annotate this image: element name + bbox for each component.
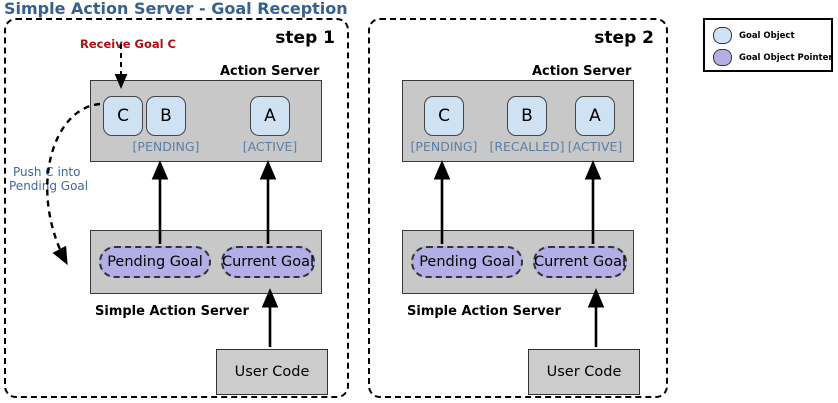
legend-item-goal-object: Goal Object bbox=[713, 27, 795, 44]
annotation-push-c-line1: Push C into bbox=[13, 165, 81, 179]
state-label-a-2: [ACTIVE] bbox=[567, 139, 623, 154]
step-panel-1: step 1 Receive Goal C Push C into Pendin… bbox=[4, 18, 349, 398]
goal-object-pointer-swatch-icon bbox=[713, 49, 732, 66]
goal-object-c-2[interactable]: C bbox=[424, 96, 464, 136]
current-goal-pointer-1[interactable]: Current Goal bbox=[221, 246, 315, 278]
goal-object-b-1[interactable]: B bbox=[146, 96, 186, 136]
annotation-push-c-line2: Pending Goal bbox=[9, 179, 89, 193]
pending-goal-pointer-1[interactable]: Pending Goal bbox=[99, 246, 211, 278]
action-server-caption-2: Action Server bbox=[532, 64, 632, 79]
legend-label-goal-object: Goal Object bbox=[739, 30, 795, 41]
state-label-a-1: [ACTIVE] bbox=[242, 139, 298, 154]
legend: Goal Object Goal Object Pointer bbox=[703, 18, 833, 72]
state-label-b-1: [PENDING] bbox=[132, 139, 200, 154]
step-label-1: step 1 bbox=[275, 28, 335, 48]
action-server-caption-1: Action Server bbox=[220, 64, 320, 79]
page-title: Simple Action Server - Goal Reception bbox=[4, 0, 348, 18]
user-code-box-1[interactable]: User Code bbox=[216, 349, 328, 395]
goal-object-a-2[interactable]: A bbox=[575, 96, 615, 136]
simple-action-server-caption-1: Simple Action Server bbox=[95, 304, 249, 319]
legend-label-goal-object-pointer: Goal Object Pointer bbox=[739, 52, 833, 63]
current-goal-pointer-2[interactable]: Current Goal bbox=[533, 246, 627, 278]
legend-item-goal-object-pointer: Goal Object Pointer bbox=[713, 49, 833, 66]
goal-object-b-2[interactable]: B bbox=[507, 96, 547, 136]
pending-goal-pointer-2[interactable]: Pending Goal bbox=[411, 246, 523, 278]
goal-object-swatch-icon bbox=[713, 27, 732, 44]
step-label-2: step 2 bbox=[594, 28, 654, 48]
state-label-c-2: [PENDING] bbox=[410, 139, 478, 154]
goal-object-a-1[interactable]: A bbox=[250, 96, 290, 136]
simple-action-server-caption-2: Simple Action Server bbox=[407, 304, 561, 319]
user-code-box-2[interactable]: User Code bbox=[528, 349, 640, 395]
annotation-receive-goal-c: Receive Goal C bbox=[80, 37, 176, 51]
goal-object-c-1[interactable]: C bbox=[103, 96, 143, 136]
step-panel-2: step 2 Action Server C B A [PENDING] [RE… bbox=[368, 18, 668, 398]
state-label-b-2: [RECALLED] bbox=[489, 139, 565, 154]
